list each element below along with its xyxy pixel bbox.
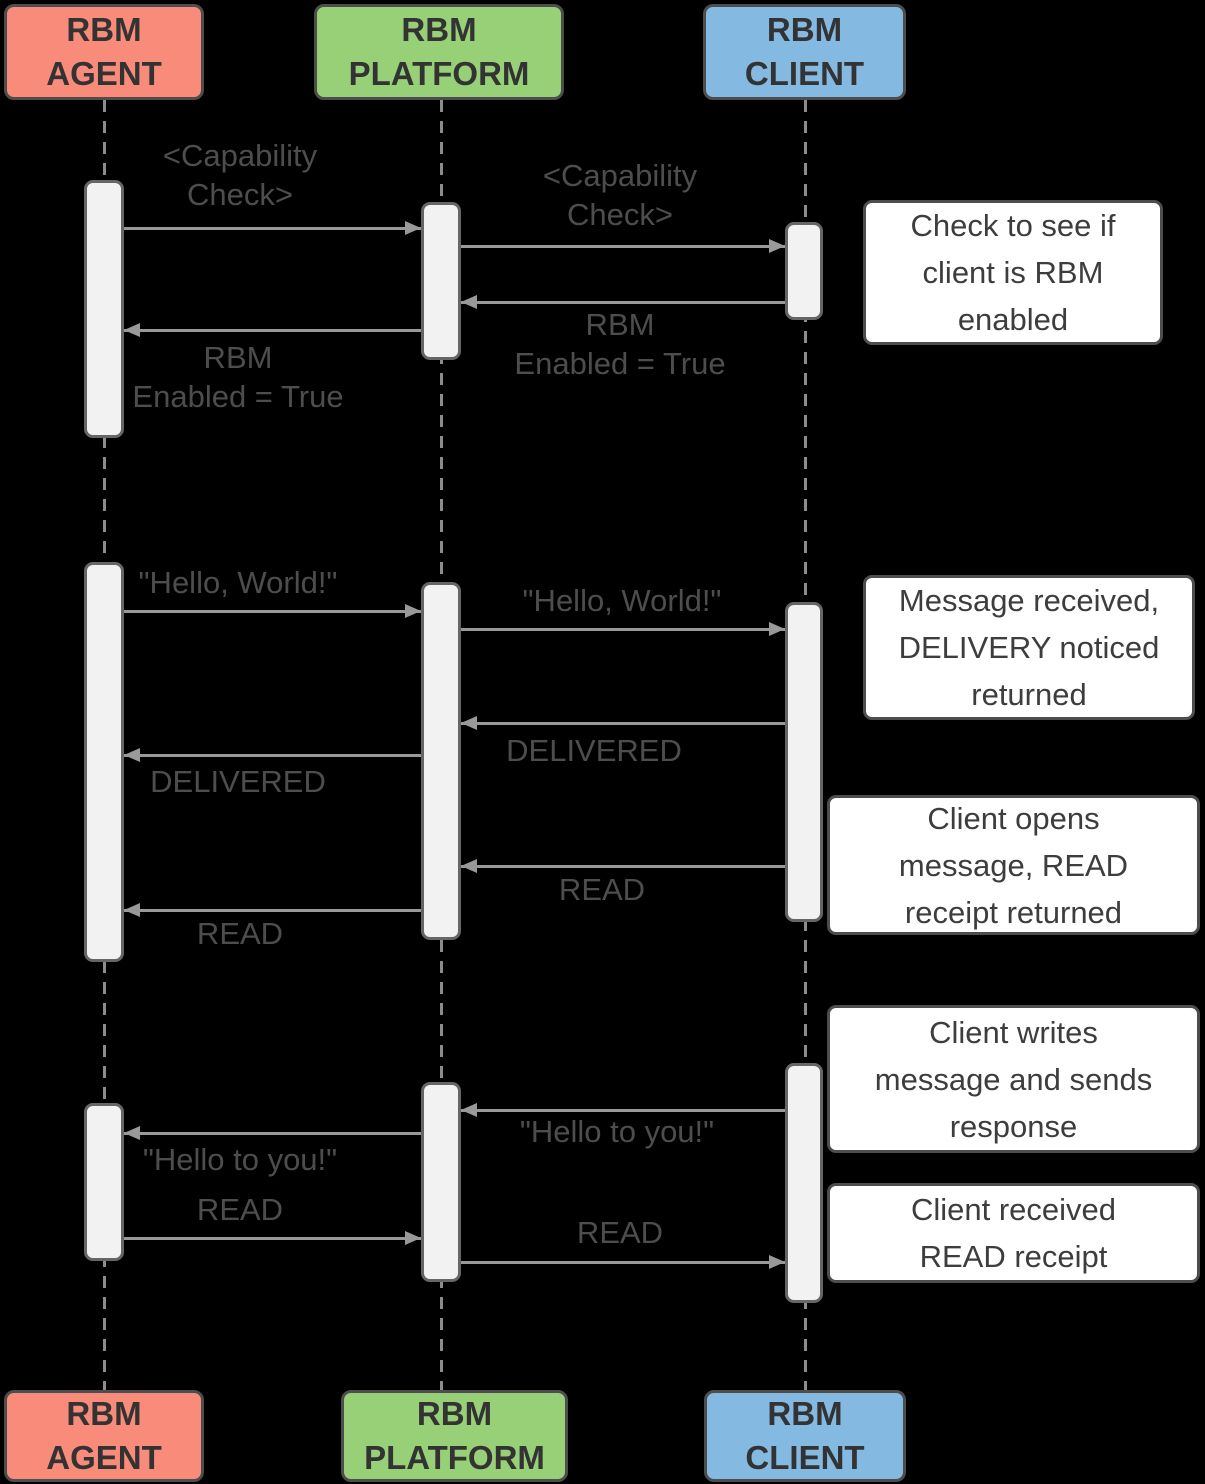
label-read-reply-left: READ bbox=[196, 1192, 284, 1227]
arrowhead-capability-check-agent-to-platform bbox=[405, 221, 421, 235]
arrow-line-hello-to-you-client-to-platform bbox=[461, 1108, 785, 1112]
note-read-received: Client received READ receipt bbox=[827, 1183, 1200, 1283]
arrow-line-read-platform-to-agent bbox=[124, 908, 421, 912]
note-client-response: Client writes message and sends response bbox=[827, 1005, 1200, 1153]
arrow-line-hello-world-agent-to-platform bbox=[124, 609, 421, 613]
arrowhead-hello-world-platform-to-client bbox=[769, 622, 785, 636]
arrowhead-hello-world-agent-to-platform bbox=[405, 604, 421, 618]
label-hello-to-you-right: "Hello to you!" bbox=[519, 1114, 715, 1149]
arrow-line-capability-check-platform-to-client bbox=[461, 244, 785, 248]
arrowhead-capability-check-platform-to-client bbox=[769, 239, 785, 253]
activation-bar-client-5 bbox=[785, 602, 823, 922]
note-read-receipt: Client opens message, READ receipt retur… bbox=[827, 795, 1200, 935]
arrow-line-delivered-client-to-platform bbox=[461, 721, 785, 725]
actor-platform-bottom: RBM PLATFORM bbox=[341, 1390, 568, 1482]
arrow-line-read-client-to-platform bbox=[461, 864, 785, 868]
actor-agent-bottom: RBM AGENT bbox=[4, 1390, 204, 1482]
arrow-line-read-platform-to-client bbox=[461, 1260, 785, 1264]
arrowhead-hello-to-you-client-to-platform bbox=[461, 1103, 477, 1117]
label-read-left: READ bbox=[196, 916, 284, 951]
label-read-reply-right: READ bbox=[576, 1215, 664, 1250]
arrowhead-read-client-to-platform bbox=[461, 859, 477, 873]
label-hello-world-right: "Hello, World!" bbox=[522, 583, 722, 618]
activation-bar-agent-8 bbox=[84, 1103, 124, 1261]
arrow-line-hello-to-you-platform-to-agent bbox=[124, 1131, 421, 1135]
label-rbm-enabled-left: RBM Enabled = True bbox=[132, 340, 344, 414]
actor-platform-top: RBM PLATFORM bbox=[314, 4, 564, 100]
label-capability-check-right: <Capability Check> bbox=[542, 158, 698, 232]
actor-agent-top: RBM AGENT bbox=[4, 4, 204, 100]
arrowhead-delivered-platform-to-agent bbox=[124, 748, 140, 762]
arrow-line-delivered-platform-to-agent bbox=[124, 753, 421, 757]
label-delivered-left: DELIVERED bbox=[150, 764, 326, 799]
label-hello-to-you-left: "Hello to you!" bbox=[142, 1142, 338, 1177]
activation-bar-client-2 bbox=[785, 222, 823, 320]
arrow-line-capability-reply-client-to-platform bbox=[461, 300, 785, 304]
arrow-line-capability-reply-platform-to-agent bbox=[124, 328, 421, 332]
activation-bar-agent-3 bbox=[84, 562, 124, 962]
activation-bar-platform-1 bbox=[421, 202, 461, 360]
arrow-line-hello-world-platform-to-client bbox=[461, 627, 785, 631]
label-capability-check-left: <Capability Check> bbox=[162, 138, 318, 212]
label-rbm-enabled-right: RBM Enabled = True bbox=[514, 307, 726, 381]
arrowhead-read-platform-to-client bbox=[769, 1255, 785, 1269]
label-hello-world-left: "Hello, World!" bbox=[138, 565, 338, 600]
arrowhead-delivered-client-to-platform bbox=[461, 716, 477, 730]
activation-bar-agent-0 bbox=[84, 180, 124, 438]
label-delivered-right: DELIVERED bbox=[506, 733, 682, 768]
arrow-line-capability-check-agent-to-platform bbox=[124, 226, 421, 230]
arrowhead-hello-to-you-platform-to-agent bbox=[124, 1126, 140, 1140]
activation-bar-client-6 bbox=[785, 1063, 823, 1303]
note-capability-check: Check to see if client is RBM enabled bbox=[863, 200, 1163, 345]
arrowhead-read-agent-to-platform bbox=[405, 1231, 421, 1245]
actor-client-top: RBM CLIENT bbox=[703, 4, 906, 100]
arrowhead-capability-reply-platform-to-agent bbox=[124, 323, 140, 337]
arrowhead-capability-reply-client-to-platform bbox=[461, 295, 477, 309]
activation-bar-platform-7 bbox=[421, 1082, 461, 1282]
arrowhead-read-platform-to-agent bbox=[124, 903, 140, 917]
arrow-line-read-agent-to-platform bbox=[124, 1236, 421, 1240]
label-read-right: READ bbox=[558, 872, 646, 907]
note-delivery-notice: Message received, DELIVERY noticed retur… bbox=[863, 575, 1195, 720]
actor-client-bottom: RBM CLIENT bbox=[704, 1390, 906, 1482]
activation-bar-platform-4 bbox=[421, 582, 461, 940]
